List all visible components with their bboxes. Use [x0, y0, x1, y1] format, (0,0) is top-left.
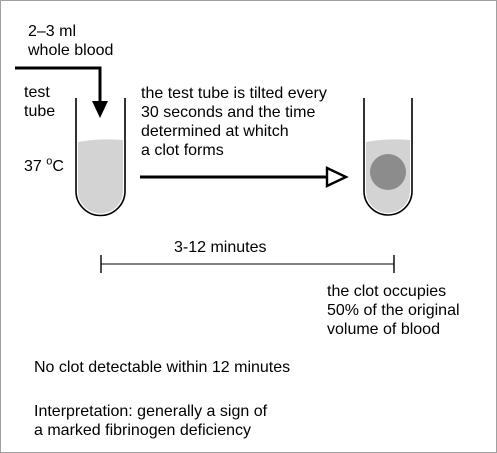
right-tube-clot: [370, 154, 406, 190]
process-line-3: determined at whitch: [141, 123, 289, 140]
result-line-1: the clot occupies: [327, 283, 447, 300]
temperature-value: 37: [24, 158, 47, 175]
process-line-4: a clot forms: [141, 142, 224, 159]
tube-label-line-2: tube: [24, 103, 56, 120]
temperature-label: 37 oC: [24, 155, 64, 176]
tube-label-line-1: test: [24, 84, 50, 101]
input-arrow-head: [92, 101, 108, 118]
result-line-3: volume of blood: [327, 321, 440, 338]
interpretation-line-2: a marked fibrinogen deficiency: [34, 422, 252, 439]
right-test-tube: [363, 98, 413, 216]
temperature-degree: o: [46, 155, 53, 168]
right-tube-outline: [363, 98, 413, 216]
input-volume-line-2: whole blood: [28, 42, 114, 59]
input-arrow-line: [15, 66, 102, 103]
finding-text: No clot detectable within 12 minutes: [34, 359, 291, 376]
result-line-2: 50% of the original: [327, 302, 460, 319]
process-arrow: [140, 166, 349, 188]
result-description: the clot occupies 50% of the original vo…: [327, 282, 460, 339]
process-arrow-head: [325, 166, 349, 188]
input-volume-line-1: 2–3 ml: [28, 23, 77, 40]
process-line-1: the test tube is tilted every: [141, 85, 327, 102]
left-tube-blood: [78, 139, 123, 214]
interpretation-text: Interpretation: generally a sign of a ma…: [34, 402, 267, 440]
duration-label: 3-12 minutes: [174, 239, 267, 256]
input-volume-label: 2–3 ml whole blood: [28, 22, 113, 60]
tube-label: test tube: [24, 83, 55, 121]
process-description: the test tube is tilted every 30 seconds…: [141, 84, 327, 160]
left-test-tube: [75, 98, 126, 217]
interpretation-line-1: Interpretation: generally a sign of: [34, 403, 268, 420]
input-arrow: [15, 66, 108, 118]
time-scale-bar: [100, 255, 395, 273]
left-tube-outline: [75, 98, 126, 217]
process-line-2: 30 seconds and the time: [141, 104, 316, 121]
temperature-unit: C: [52, 158, 64, 175]
